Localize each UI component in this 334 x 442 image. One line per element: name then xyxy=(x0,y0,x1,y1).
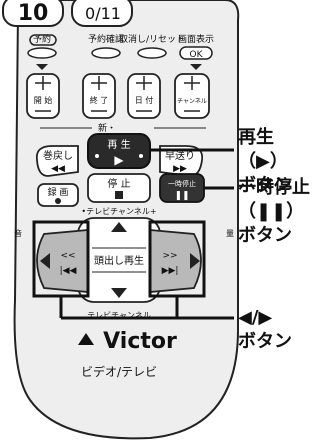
ok-label: OK xyxy=(190,50,204,60)
pause-button[interactable]: 一時停止 ❚❚ xyxy=(159,173,205,203)
end-plus-minus[interactable]: 終 了 xyxy=(82,73,116,119)
stop-label: 停 止 xyxy=(107,177,130,190)
down-triangle-icon-2 xyxy=(190,64,202,70)
stop-button[interactable]: 停 止 xyxy=(87,173,151,203)
channel-label: チャンネル xyxy=(177,98,207,105)
pause-label: 一時停止 xyxy=(168,179,196,188)
number-11-button[interactable] xyxy=(71,0,133,27)
stop-icon xyxy=(115,191,123,199)
yoyaku-outline xyxy=(29,34,57,46)
tv-channel-plus-label: •テレビチャンネル+ xyxy=(81,207,156,216)
victor-logo: Victor xyxy=(78,329,177,354)
center-label: 頭出し再生 xyxy=(94,254,144,267)
record-button[interactable]: 録 画 xyxy=(37,183,79,207)
number-11-label: 0/11 xyxy=(85,4,121,23)
end-label: 終 了 xyxy=(90,95,109,105)
rec-icon xyxy=(55,198,61,204)
number-10-button[interactable] xyxy=(2,0,64,27)
number-10-label: 10 xyxy=(18,1,49,26)
left-triangle-icon xyxy=(40,253,50,269)
pause-symbol: ❚❚ xyxy=(174,191,189,201)
skip-callout-button: ボタン xyxy=(238,331,292,352)
down-arrow-icon[interactable] xyxy=(111,288,127,298)
footer-label: ビデオ/テレビ xyxy=(81,364,157,379)
row1-labels: 予約 予約確認 取消し/リセット 画面表示 xyxy=(33,33,214,45)
play-label: 再 生 xyxy=(107,138,130,151)
play-callout-title: 再生 xyxy=(238,127,274,148)
yoyaku-button[interactable] xyxy=(27,47,57,59)
ok-button[interactable] xyxy=(179,46,213,60)
rewind-button[interactable]: 巻戻し ◀◀ xyxy=(35,145,79,177)
skip-back-button[interactable]: << |◀◀ xyxy=(36,229,89,293)
down-triangle-icon xyxy=(36,64,48,70)
play-callout: 再生 （▶） ボタン xyxy=(238,126,292,198)
brand-label: Victor xyxy=(103,329,177,354)
up-arrow-icon[interactable] xyxy=(111,222,127,232)
pause-callout-button: ボタン xyxy=(238,225,292,246)
pause-callout-title: 一時停止 xyxy=(238,177,310,198)
torikeshi-label: 取消し/リセット xyxy=(119,33,185,45)
dog-mark-icon xyxy=(78,333,94,345)
pause-callout: 一時停止 （❚❚） ボタン xyxy=(238,176,310,248)
tv-channel-minus-label: テレビチャンネル xyxy=(87,311,151,320)
skip-callout-title: ◀/▶ xyxy=(238,307,273,328)
plus-minus-buttons: 開 始 終 了 日 付 チャンネル xyxy=(26,73,210,119)
date-label: 日 付 xyxy=(135,95,154,105)
play-callout-button: ボタン xyxy=(238,175,292,196)
skip-callout: ◀/▶ ボタン xyxy=(238,306,292,354)
play-symbol: ▶ xyxy=(114,153,124,167)
yoyaku-kakunin-button[interactable] xyxy=(91,47,121,59)
svg-text:>>: >> xyxy=(162,251,177,261)
date-plus-minus[interactable]: 日 付 xyxy=(127,73,161,119)
start-label: 開 始 xyxy=(34,95,53,105)
rewind-icon: ◀◀ xyxy=(51,164,65,174)
skip-forward-button[interactable]: >> ▶▶| xyxy=(149,229,202,293)
rewind-label: 巻戻し xyxy=(43,149,73,162)
svg-text:<<: << xyxy=(60,251,75,261)
start-plus-minus[interactable]: 開 始 xyxy=(26,73,60,119)
dial-control: 頭出し再生 xyxy=(77,217,161,303)
svg-text:|◀◀: |◀◀ xyxy=(60,266,77,276)
pause-callout-symbol: （❚❚） xyxy=(238,201,305,222)
channel-plus-minus[interactable]: チャンネル xyxy=(174,73,210,119)
volume-label: 量 xyxy=(226,229,234,238)
svg-text:▶▶|: ▶▶| xyxy=(162,266,179,276)
yoyaku-label: 予約 xyxy=(33,33,51,45)
play-button[interactable]: 再 生 ▶ xyxy=(87,133,151,169)
gamen-hyoji-label: 画面表示 xyxy=(178,33,214,45)
sound-label: 音 xyxy=(14,228,22,238)
play-callout-symbol: （▶） xyxy=(238,151,288,172)
top-number-buttons: 10 0/11 xyxy=(2,0,133,27)
ff-icon: ▶▶ xyxy=(173,164,187,174)
yoyaku-kakunin-label: 予約確認 xyxy=(88,33,124,45)
new-label: 新・ xyxy=(98,122,116,134)
ff-label: 早送り xyxy=(165,149,195,162)
torikeshi-button[interactable] xyxy=(137,47,167,59)
right-triangle-icon xyxy=(190,253,200,269)
rec-label: 録 画 xyxy=(48,186,69,198)
